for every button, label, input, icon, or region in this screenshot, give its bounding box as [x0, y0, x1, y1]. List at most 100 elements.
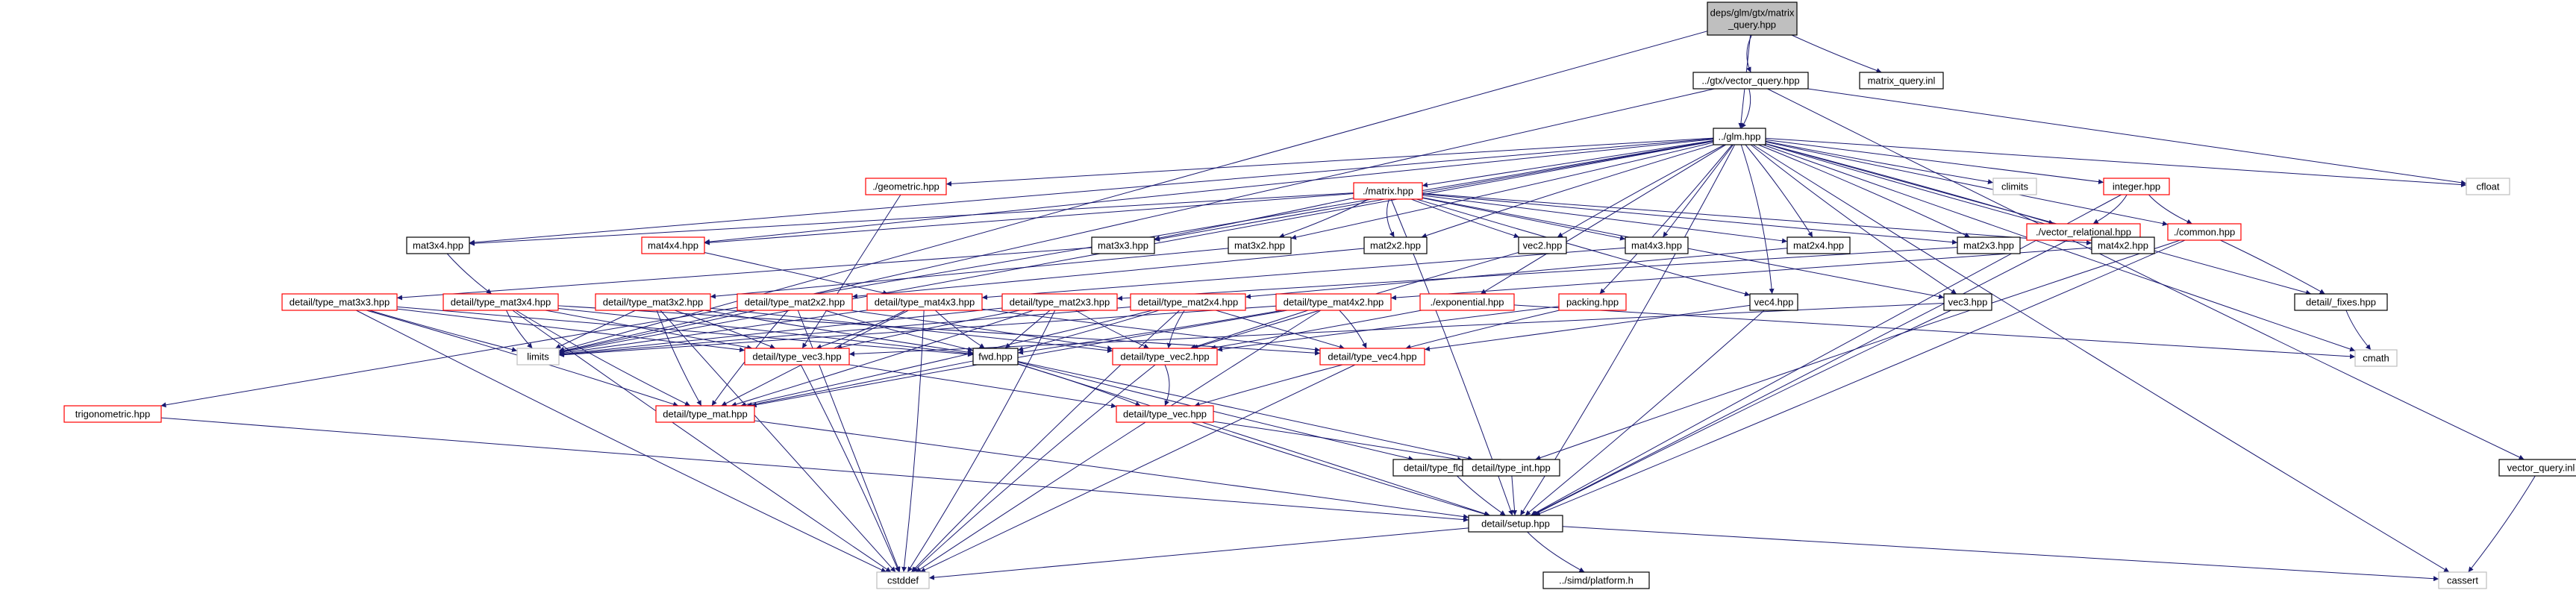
edge-matrix-to-mat4x2	[1422, 192, 2092, 245]
node-mat3x3[interactable]: mat3x3.hpp	[1091, 236, 1155, 254]
node-type_mat2x4-box[interactable]	[1130, 293, 1246, 311]
node-vector_relational-box[interactable]	[2026, 223, 2141, 241]
node-geometric-box[interactable]	[865, 178, 947, 195]
node-vec3[interactable]: vec3.hpp	[1943, 293, 1992, 311]
edge-integer-to-common	[2148, 194, 2192, 225]
node-matrix[interactable]: ./matrix.hpp	[1353, 182, 1423, 200]
node-type_mat2x3-box[interactable]	[1001, 293, 1118, 311]
node-mat3x4[interactable]: mat3x4.hpp	[406, 236, 470, 254]
node-setup-box[interactable]	[1468, 515, 1563, 533]
node-mat2x4[interactable]: mat2x4.hpp	[1786, 236, 1851, 254]
node-type_vec3[interactable]: detail/type_vec3.hpp	[744, 348, 850, 366]
node-mat2x4-box[interactable]	[1786, 236, 1851, 254]
node-type_vec4[interactable]: detail/type_vec4.hpp	[1319, 348, 1425, 366]
node-exponential[interactable]: ./exponential.hpp	[1419, 293, 1515, 311]
node-vec3-box[interactable]	[1943, 293, 1992, 311]
node-type_mat2x2-box[interactable]	[737, 293, 853, 311]
node-common-box[interactable]	[2167, 223, 2242, 241]
node-glm[interactable]: ../glm.hpp	[1713, 128, 1766, 145]
node-glm-box[interactable]	[1713, 128, 1766, 145]
node-mat3x2[interactable]: mat3x2.hpp	[1228, 236, 1292, 254]
node-type_mat3x3[interactable]: detail/type_mat3x3.hpp	[281, 293, 398, 311]
edge-type_vec3-to-cstddef	[800, 364, 900, 573]
node-mat4x2[interactable]: mat4x2.hpp	[2091, 236, 2155, 254]
node-mat2x3-box[interactable]	[1957, 236, 2021, 254]
edge-type_mat3x4-to-limits	[506, 310, 533, 349]
node-type_mat3x4[interactable]: detail/type_mat3x4.hpp	[443, 293, 559, 311]
edge-glm-to-integer	[1765, 139, 2104, 185]
node-packing[interactable]: packing.hpp	[1558, 293, 1627, 311]
edge-glm-to-vec2	[1557, 144, 1725, 238]
node-type_mat4x2[interactable]: detail/type_mat4x2.hpp	[1275, 293, 1392, 311]
node-type_int[interactable]: detail/type_int.hpp	[1462, 459, 1560, 477]
node-type_mat3x2-box[interactable]	[595, 293, 711, 311]
node-type_mat4x3[interactable]: detail/type_mat4x3.hpp	[866, 293, 983, 311]
node-mat4x4-box[interactable]	[641, 236, 705, 254]
edge-detail_fixes-to-cmath	[2345, 310, 2372, 351]
edge-vector_query_inl-to-cassert	[2468, 475, 2536, 573]
node-type_mat3x3-box[interactable]	[281, 293, 398, 311]
node-mat4x2-box[interactable]	[2091, 236, 2155, 254]
node-type_vec4-box[interactable]	[1319, 348, 1425, 366]
node-mat3x4-box[interactable]	[406, 236, 470, 254]
edge-type_vec2-to-type_vec	[1164, 364, 1170, 407]
edge-matrix-to-mat4x4	[704, 193, 1354, 245]
node-mat4x3[interactable]: mat4x3.hpp	[1625, 236, 1689, 254]
node-integer-box[interactable]	[2103, 178, 2170, 195]
node-type_vec3-box[interactable]	[744, 348, 850, 366]
node-type_vec2[interactable]: detail/type_vec2.hpp	[1112, 348, 1218, 366]
node-platform-box[interactable]	[1542, 571, 1650, 589]
node-cassert-box	[2438, 571, 2487, 589]
edge-gtx_vector_query-to-vector_query_inl	[1767, 88, 2525, 460]
node-mat4x4[interactable]: mat4x4.hpp	[641, 236, 705, 254]
node-exponential-box[interactable]	[1419, 293, 1515, 311]
edge-glm-to-mat3x4	[469, 138, 1714, 245]
node-setup[interactable]: detail/setup.hpp	[1468, 515, 1563, 533]
node-trigonometric[interactable]: trigonometric.hpp	[63, 405, 162, 423]
node-detail_fixes-box[interactable]	[2294, 293, 2388, 311]
node-fwd[interactable]: fwd.hpp	[972, 348, 1019, 366]
node-vector_query_inl[interactable]: vector_query.inl	[2498, 459, 2576, 477]
node-type_int-box[interactable]	[1462, 459, 1560, 477]
node-mat2x2[interactable]: mat2x2.hpp	[1363, 236, 1428, 254]
node-common[interactable]: ./common.hpp	[2167, 223, 2242, 241]
node-detail_fixes[interactable]: detail/_fixes.hpp	[2294, 293, 2388, 311]
node-type_mat4x2-box[interactable]	[1275, 293, 1392, 311]
node-type_mat3x4-box[interactable]	[443, 293, 559, 311]
node-matrix-box[interactable]	[1353, 182, 1423, 200]
node-platform[interactable]: ../simd/platform.h	[1542, 571, 1650, 589]
node-type_mat3x2[interactable]: detail/type_mat3x2.hpp	[595, 293, 711, 311]
edge-type_mat2x3-to-fwd	[1004, 310, 1051, 349]
node-mat3x3-box[interactable]	[1091, 236, 1155, 254]
node-type_mat4x3-box[interactable]	[866, 293, 983, 311]
node-vec4[interactable]: vec4.hpp	[1749, 293, 1798, 311]
node-matrix_query_inl[interactable]: matrix_query.inl	[1859, 72, 1944, 90]
edge-fwd-to-type_mat	[746, 360, 974, 408]
node-fwd-box[interactable]	[972, 348, 1019, 366]
node-type_vec[interactable]: detail/type_vec.hpp	[1116, 405, 1214, 423]
node-type_mat[interactable]: detail/type_mat.hpp	[655, 405, 755, 423]
node-type_mat2x2[interactable]: detail/type_mat2x2.hpp	[737, 293, 853, 311]
node-trigonometric-box[interactable]	[63, 405, 162, 423]
node-gtx_vector_query-box[interactable]	[1692, 72, 1809, 90]
node-vector_query_inl-box[interactable]	[2498, 459, 2576, 477]
edge-type_vec-to-setup	[1191, 421, 1489, 517]
node-type_mat-box[interactable]	[655, 405, 755, 423]
node-mat4x3-box[interactable]	[1625, 236, 1689, 254]
node-type_mat2x4[interactable]: detail/type_mat2x4.hpp	[1130, 293, 1246, 311]
node-vec4-box[interactable]	[1749, 293, 1798, 311]
node-type_mat2x3[interactable]: detail/type_mat2x3.hpp	[1001, 293, 1118, 311]
node-geometric[interactable]: ./geometric.hpp	[865, 178, 947, 195]
edge-type_mat2x4-to-cstddef	[910, 310, 1181, 573]
node-vec2-box[interactable]	[1518, 236, 1567, 254]
node-packing-box[interactable]	[1558, 293, 1627, 311]
node-gtx_vector_query[interactable]: ../gtx/vector_query.hpp	[1692, 72, 1809, 90]
node-integer[interactable]: integer.hpp	[2103, 178, 2170, 195]
node-mat2x3[interactable]: mat2x3.hpp	[1957, 236, 2021, 254]
node-mat3x2-box[interactable]	[1228, 236, 1292, 254]
node-vec2[interactable]: vec2.hpp	[1518, 236, 1567, 254]
node-type_vec2-box[interactable]	[1112, 348, 1218, 366]
node-mat2x2-box[interactable]	[1363, 236, 1428, 254]
node-matrix_query_inl-box[interactable]	[1859, 72, 1944, 90]
node-type_vec-box[interactable]	[1116, 405, 1214, 423]
